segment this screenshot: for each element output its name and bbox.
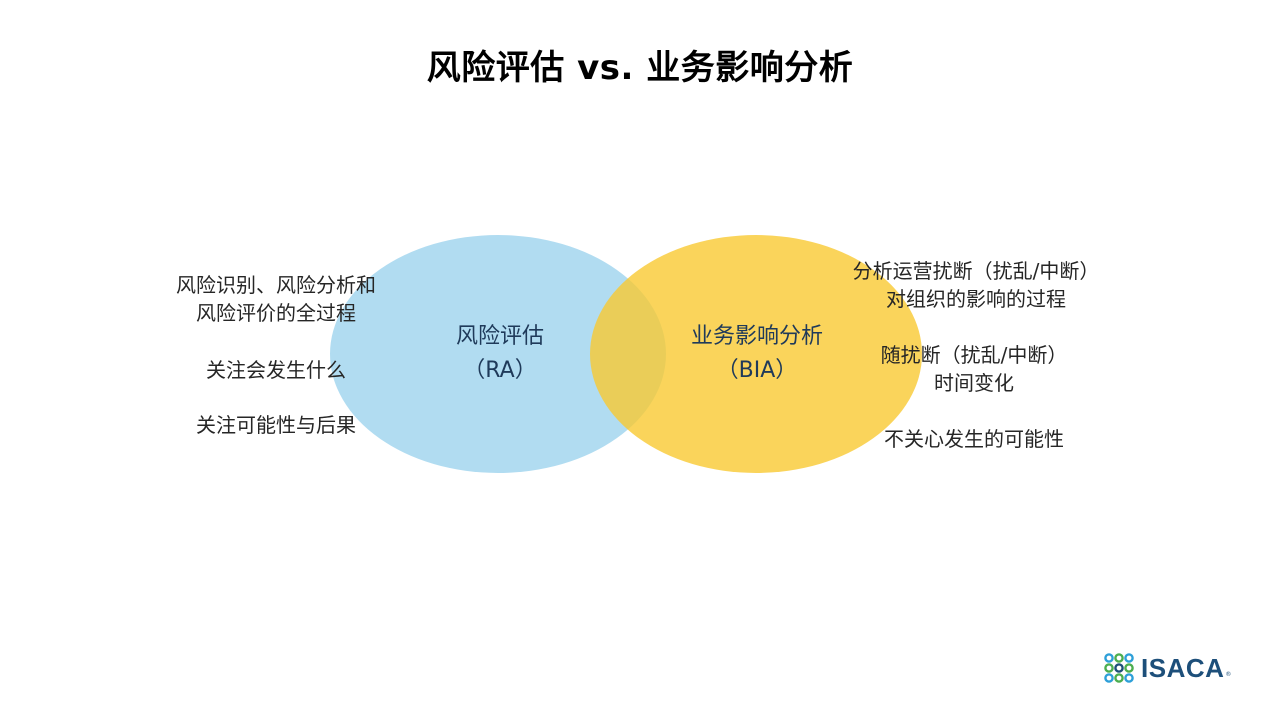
isaca-logo: ISACA ® — [1103, 650, 1231, 686]
isaca-logo-text: ISACA — [1141, 652, 1225, 683]
ra-point-1-line-2: 风险评价的全过程 — [196, 301, 356, 325]
ra-name: 风险评估 — [455, 324, 544, 349]
ra-point-1-line-1: 风险识别、风险分析和 — [176, 273, 376, 297]
ra-circle-label: 风险评估 （RA） — [420, 322, 580, 386]
bia-circle-label: 业务影响分析 （BIA） — [667, 322, 847, 386]
isaca-registered-mark: ® — [1225, 671, 1232, 678]
bia-name: 业务影响分析 — [690, 324, 823, 349]
bia-point-2-line-2: 时间变化 — [934, 371, 1014, 395]
ra-abbr: （RA） — [463, 358, 537, 383]
bia-point-1-line-2: 对组织的影响的过程 — [886, 287, 1066, 311]
bia-point-2-line-1: 随扰断（扰乱/中断） — [880, 343, 1068, 367]
ra-point-3: 关注可能性与后果 — [196, 413, 356, 437]
ra-point-1: 风险识别、风险分析和 风险评价的全过程 — [146, 271, 406, 327]
isaca-knot-icon — [1104, 653, 1134, 683]
bia-point-2: 随扰断（扰乱/中断） 时间变化 — [844, 341, 1104, 397]
bia-point-1-line-1: 分析运营扰断（扰乱/中断） — [852, 259, 1100, 283]
bia-point-3: 不关心发生的可能性 — [884, 427, 1064, 451]
slide-title: 风险评估 vs. 业务影响分析 — [426, 48, 854, 88]
bia-circle — [590, 235, 922, 473]
ra-circle — [330, 235, 666, 473]
bia-abbr: （BIA） — [716, 358, 798, 383]
bia-point-1: 分析运营扰断（扰乱/中断） 对组织的影响的过程 — [826, 257, 1126, 313]
ra-point-2: 关注会发生什么 — [206, 358, 346, 382]
